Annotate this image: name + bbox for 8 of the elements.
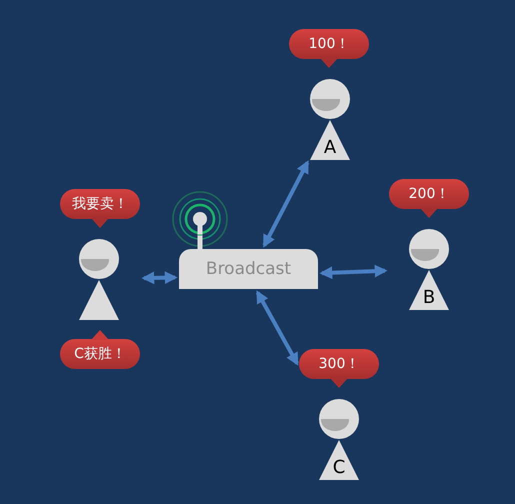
person-label: A <box>322 137 338 159</box>
broadcast-box: Broadcast <box>179 249 318 289</box>
person-label: C <box>332 457 346 479</box>
person-label: B <box>422 287 436 309</box>
double-arrow <box>141 271 178 284</box>
double-arrow <box>256 290 299 366</box>
double-arrow <box>319 264 388 280</box>
double-arrow <box>262 160 310 248</box>
